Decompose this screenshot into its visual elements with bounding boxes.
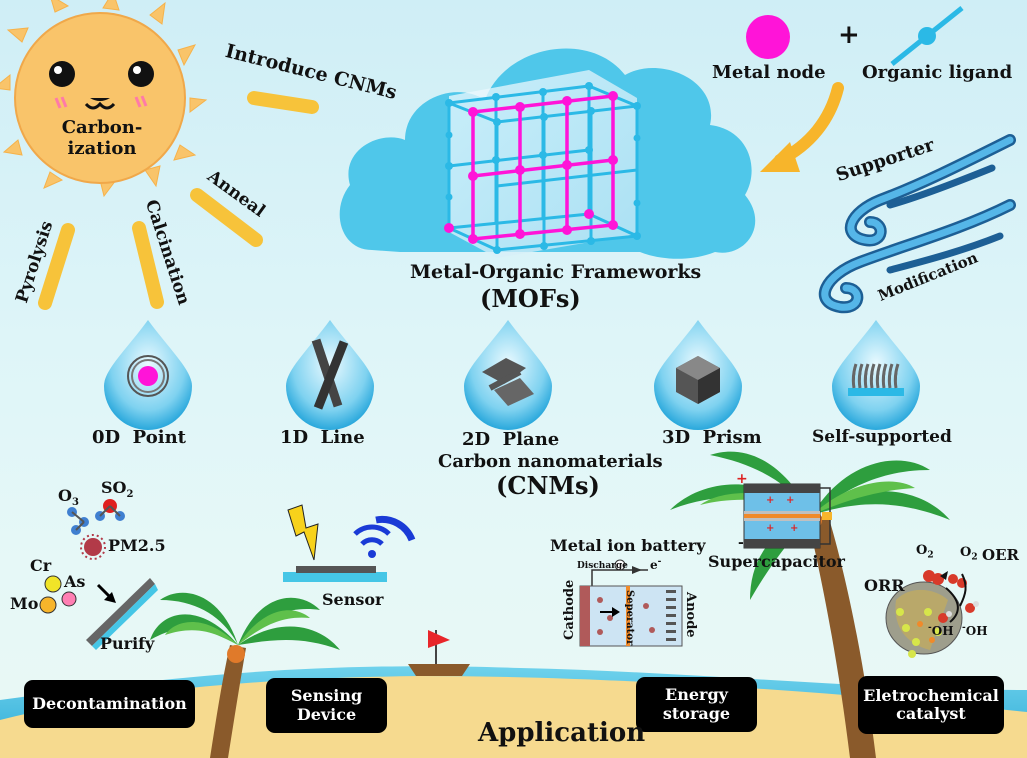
battery-icon xyxy=(579,559,683,647)
drop-1d xyxy=(286,320,374,430)
drop-0d xyxy=(104,320,192,430)
energy-storage-box: Energy storage xyxy=(636,677,757,732)
boat-icon xyxy=(408,630,470,676)
catalyst-icon xyxy=(885,570,979,658)
supercap-plus-2: + xyxy=(766,495,775,506)
so2-sub: 2 xyxy=(126,489,134,501)
o2-label-left: O2 xyxy=(916,544,934,561)
o3-label: O3 xyxy=(58,488,79,508)
cathode-label: Cathode xyxy=(562,579,577,640)
decontamination-label: Decontamination xyxy=(32,693,187,713)
sensing-device-box: Sensing Device xyxy=(266,678,387,733)
oh-label-2: -OH xyxy=(962,623,988,638)
oh-label-1: -OH xyxy=(928,623,954,638)
sensing-label-line1: Sensing xyxy=(290,686,363,706)
o3-sub: 3 xyxy=(71,497,79,509)
dimension-label-0d: 0D Point xyxy=(92,427,186,448)
o2-right-sub: 2 xyxy=(971,552,978,563)
orr-label: ORR xyxy=(864,576,905,595)
mo-label: Mo xyxy=(10,594,39,613)
beach xyxy=(0,676,1027,758)
oer-label: OER xyxy=(982,546,1019,564)
energy-label-line1: Energy xyxy=(665,685,728,705)
electron-label: e- xyxy=(650,557,662,572)
pm25-icon xyxy=(80,534,106,560)
catalyst-label-line2: catalyst xyxy=(896,704,966,723)
battery-title: Metal ion battery xyxy=(550,536,706,555)
supercap-plus-5: + xyxy=(790,523,799,534)
ray-introduce xyxy=(247,91,319,114)
process-rays xyxy=(38,91,319,310)
dimension-label-3d: 3D Prism xyxy=(662,427,762,448)
electron-text: e xyxy=(650,558,658,572)
drop-2d xyxy=(464,320,552,430)
sensor-label: Sensor xyxy=(322,590,384,609)
drop-3d xyxy=(653,320,742,431)
anode-label: Anode xyxy=(683,592,698,638)
arrow-icon xyxy=(760,82,844,172)
sensor-icon xyxy=(283,504,416,582)
catalyst-label-line1: Eletrochemical xyxy=(863,685,999,705)
electrochemical-catalyst-box: Eletrochemical catalyst xyxy=(858,676,1004,734)
supercapacitor-icon xyxy=(743,483,832,549)
oh2-text: OH xyxy=(965,624,988,638)
oh1-sup: - xyxy=(928,623,932,633)
ray-anneal xyxy=(190,188,263,247)
o2-label-right: O2 xyxy=(960,546,978,563)
ray-calcination xyxy=(132,221,164,309)
ray-pyrolysis xyxy=(38,223,75,310)
dimension-label-2d: 2D Plane xyxy=(462,429,560,450)
separator-label: Seperator xyxy=(624,590,635,646)
application-title: Application xyxy=(478,718,646,748)
drop-self-supported xyxy=(832,320,920,430)
sensing-label-line2: Device xyxy=(296,704,357,724)
decontamination-box: Decontamination xyxy=(24,680,195,728)
sun-label: Carbon- ization xyxy=(60,117,144,159)
mof-abbreviation: (MOFs) xyxy=(480,284,581,313)
supercap-plus-3: + xyxy=(786,495,795,506)
so2-text: SO xyxy=(101,478,127,497)
discharge-label: Discharge xyxy=(577,561,628,571)
mof-framework-icon xyxy=(444,70,641,258)
oh1-text: OH xyxy=(931,624,954,638)
cnm-title: Carbon nanomaterials xyxy=(438,451,663,472)
purify-label: Purify xyxy=(100,634,155,653)
electron-sup: - xyxy=(657,557,662,567)
dimension-label-1d: 1D Line xyxy=(280,427,365,448)
sun-label-line2: ization xyxy=(67,137,137,159)
supercap-plus-1: + xyxy=(736,471,748,487)
o2-right-text: O xyxy=(960,545,972,560)
as-label: As xyxy=(64,572,86,591)
organic-ligand-label: Organic ligand xyxy=(862,62,1013,83)
pm25-label: PM2.5 xyxy=(108,536,166,555)
cr-label: Cr xyxy=(30,556,52,575)
so2-label: SO2 xyxy=(101,480,133,500)
wind-icon xyxy=(818,134,1016,314)
membrane-icon xyxy=(86,578,158,650)
o3-text: O xyxy=(58,486,72,505)
organic-ligand-icon xyxy=(890,6,964,66)
supercap-plus-4: + xyxy=(766,523,775,534)
dimension-label-self-supported: Self-supported xyxy=(812,427,952,447)
sun-label-line1: Carbon- xyxy=(61,117,143,138)
cnm-abbreviation: (CNMs) xyxy=(496,471,600,500)
o2-left-text: O xyxy=(916,543,928,558)
supercap-minus-1: - xyxy=(738,535,744,551)
sun-icon xyxy=(0,0,208,198)
mof-title: Metal-Organic Frameworks xyxy=(410,261,702,283)
oh2-sup: - xyxy=(962,623,966,633)
energy-label-line2: storage xyxy=(662,703,731,723)
purify-arrow-icon xyxy=(96,583,116,603)
plus-sign: + xyxy=(838,20,860,50)
o2-left-sub: 2 xyxy=(927,550,934,561)
molecules-icon xyxy=(67,499,125,535)
metal-node-icon xyxy=(746,15,790,59)
metal-node-label: Metal node xyxy=(712,62,826,83)
palm-tree-left xyxy=(150,592,340,758)
supercapacitor-label: Supercapacitor xyxy=(708,552,845,571)
metal-ions-icon xyxy=(39,575,77,614)
